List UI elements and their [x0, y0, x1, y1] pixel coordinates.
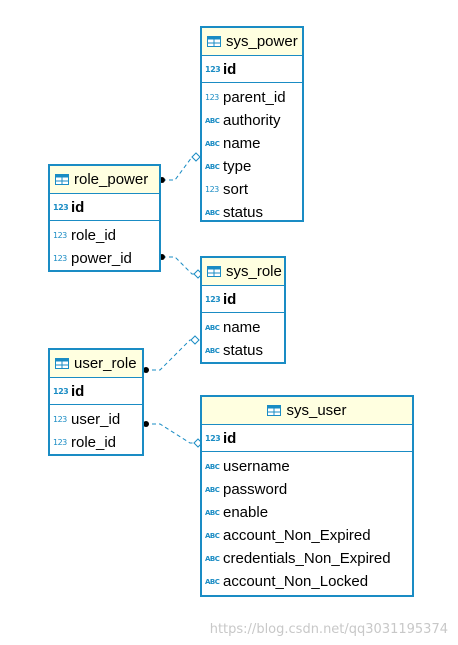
text-type-icon: ABC [205, 462, 220, 471]
table-icon [207, 266, 221, 277]
diamond-sys-power [191, 152, 201, 162]
rel-user-role-sys-role [145, 339, 198, 371]
numeric-key-icon: 123 [53, 386, 69, 396]
table-icon [55, 358, 69, 369]
table-icon [55, 174, 69, 185]
text-type-icon: ABC [205, 485, 220, 494]
column-name: status [223, 342, 264, 359]
numeric-key-icon: 123 [205, 433, 221, 443]
numeric-type-icon: 123 [205, 185, 219, 194]
column-row: 123 user_id [50, 408, 142, 431]
column-name: enable [223, 504, 269, 521]
table-name: sys_role [226, 263, 282, 280]
text-type-icon: ABC [205, 508, 220, 517]
column-name: power_id [71, 250, 132, 267]
column-row: 123 power_id [50, 247, 159, 270]
text-type-icon: ABC [205, 531, 220, 540]
column-name: sort [223, 181, 249, 198]
text-type-icon: ABC [205, 162, 220, 171]
numeric-fk-icon: 123 [53, 231, 67, 240]
column-name: role_id [71, 227, 117, 244]
numeric-type-icon: 123 [205, 93, 219, 102]
watermark: https://blog.csdn.net/qq3031195374 [209, 622, 448, 637]
column-name: authority [223, 112, 281, 129]
text-type-icon: ABC [205, 139, 220, 148]
column-name: id [223, 290, 237, 308]
column-name: user_id [71, 411, 121, 428]
column-row: 123 sort [202, 178, 302, 201]
column-name: name [223, 135, 261, 152]
column-name: name [223, 319, 261, 336]
text-type-icon: ABC [205, 554, 220, 563]
column-name: id [71, 198, 85, 216]
text-type-icon: ABC [205, 208, 220, 217]
numeric-fk-icon: 123 [53, 438, 67, 447]
table-name: sys_power [226, 33, 298, 50]
text-type-icon: ABC [205, 346, 220, 355]
text-type-icon: ABC [205, 116, 220, 125]
table-header: user_role [50, 350, 142, 378]
numeric-key-icon: 123 [53, 202, 69, 212]
column-name: id [223, 60, 237, 78]
table-name: user_role [74, 355, 137, 372]
column-name: parent_id [223, 89, 286, 106]
numeric-fk-icon: 123 [53, 415, 67, 424]
numeric-key-icon: 123 [205, 294, 221, 304]
table-header: sys_power [202, 28, 302, 56]
column-name: type [223, 158, 252, 175]
diamond-sys-role-b [190, 335, 200, 345]
column-row: 123 role_id [50, 224, 159, 247]
rel-role-power-sys-power [162, 156, 198, 181]
column-name: credentials_Non_Expired [223, 550, 391, 567]
text-type-icon: ABC [205, 577, 220, 586]
column-name: id [71, 382, 85, 400]
column-row: 123 role_id [50, 431, 142, 454]
dot-user-role-a [143, 367, 149, 373]
numeric-key-icon: 123 [205, 64, 221, 74]
table-name: sys_user [286, 402, 347, 419]
rel-role-power-sys-role [162, 256, 201, 275]
table-icon [207, 36, 221, 47]
table-header: role_power [50, 166, 159, 194]
column-name: account_Non_Expired [223, 527, 371, 544]
table-header: sys_user [202, 397, 412, 425]
table-icon [267, 405, 282, 416]
column-name: id [223, 429, 237, 447]
rel-user-role-sys-user [145, 423, 201, 444]
table-name: role_power [74, 171, 149, 188]
table-header: sys_role [202, 258, 284, 286]
column-name: role_id [71, 434, 117, 451]
column-name: username [223, 458, 290, 475]
column-name: password [223, 481, 288, 498]
numeric-fk-icon: 123 [53, 254, 67, 263]
text-type-icon: ABC [205, 323, 220, 332]
column-name: account_Non_Locked [223, 573, 369, 590]
column-row: 123 parent_id [202, 86, 302, 109]
dot-user-role-b [143, 421, 149, 427]
column-name: status [223, 204, 264, 221]
